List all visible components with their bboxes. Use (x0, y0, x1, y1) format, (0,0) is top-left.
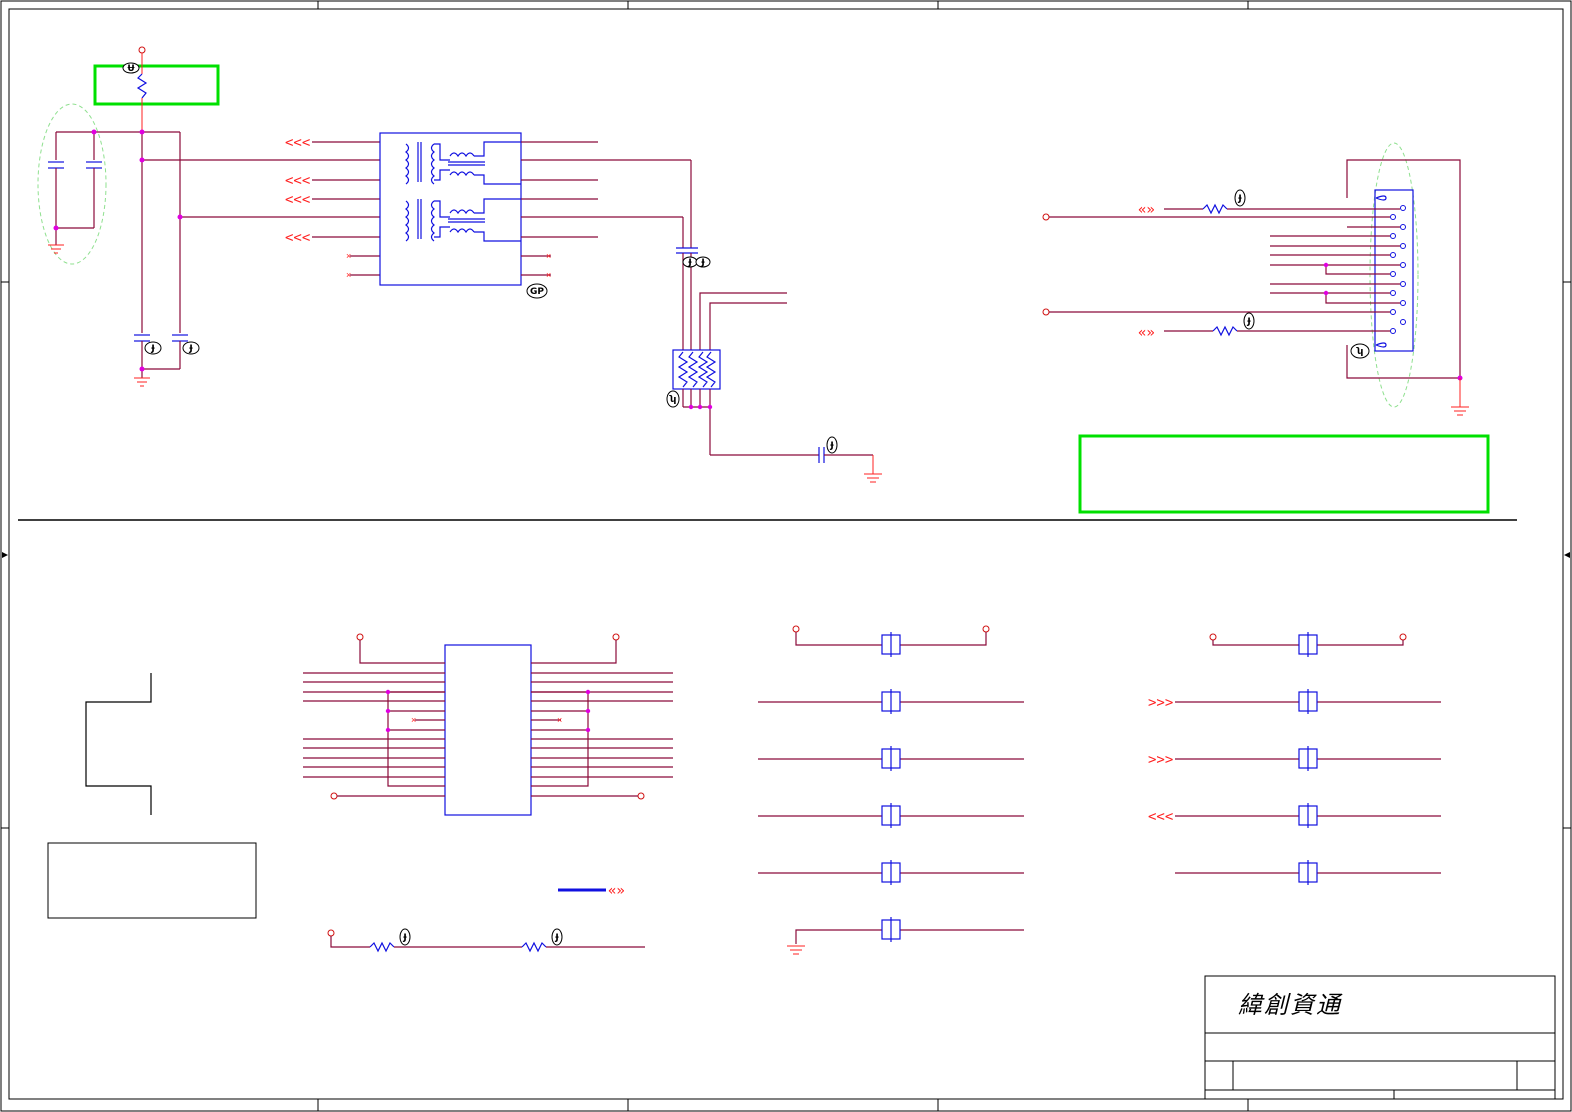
company-name: 緯創資通 (1238, 991, 1342, 1019)
ref-tag-r-conn1: Ɉ (1234, 189, 1246, 207)
termination-network: Ɉ Ɉ ʮ Ɉ (666, 160, 882, 483)
ref-tag-c-gnd: Ɉ (826, 436, 838, 454)
svg-text:×: × (346, 251, 351, 261)
board-outline (47, 673, 257, 919)
svg-text:«»: «» (1138, 325, 1155, 341)
svg-text:×: × (546, 270, 551, 280)
ref-tag-conn: ʮ (1350, 343, 1370, 359)
svg-text:×: × (411, 715, 416, 725)
svg-text:<<<: <<< (285, 192, 310, 208)
ref-label: Ɉ (687, 258, 692, 268)
ref-label: ʮ (1356, 347, 1363, 357)
ref-tag-r-bot2: Ɉ (551, 928, 563, 946)
ref-tag-r-top: Ʉ (122, 62, 140, 74)
ref-tag-rn: ʮ (666, 390, 680, 408)
ref-label: Ɉ (829, 441, 834, 451)
svg-text:<<<: <<< (285, 135, 310, 151)
svg-text:<<<: <<< (285, 173, 310, 189)
note-box (47, 842, 257, 919)
svg-text:<<<: <<< (285, 230, 310, 246)
ref-tag-c-mid1: Ɉ (682, 256, 698, 268)
ref-label: Ɉ (150, 344, 155, 354)
title-block (1204, 975, 1556, 1100)
svg-text:<<<: <<< (1148, 809, 1173, 825)
ref-label: Ɉ (554, 933, 559, 943)
highlight-box-top-left (93, 64, 220, 106)
svg-text:«»: «» (1138, 202, 1155, 218)
ref-label: ʮ (669, 395, 676, 405)
lan-transformer: <<< <<< <<< <<< × × (285, 132, 691, 299)
svg-text:«»: «» (608, 883, 625, 899)
jumper-column-right: >>> >>> <<< (1148, 632, 1441, 885)
ref-tag-r-bot1: Ɉ (399, 928, 411, 946)
ref-label: Ɉ (1237, 194, 1242, 204)
ref-label: Ɉ (402, 933, 407, 943)
highlight-box-top-right (1078, 434, 1490, 514)
ref-label: Ɉ (188, 344, 193, 354)
ref-tag-xfmr: GP (526, 283, 548, 299)
connector-block: «» «» Ɉ Ɉ ʮ (1042, 142, 1490, 514)
svg-text:×: × (557, 715, 562, 725)
bias-network: Ʉ Ɉ Ɉ (37, 46, 380, 387)
ref-tag-r-conn2: Ɉ (1243, 312, 1255, 330)
ref-label: Ɉ (1246, 317, 1251, 327)
ref-tag-c-left2: Ɉ (182, 341, 200, 355)
ref-label: Ɉ (700, 258, 705, 268)
ref-label: Ʉ (127, 64, 135, 74)
svg-text:×: × (346, 270, 351, 280)
jumper-column-left (758, 625, 1024, 955)
ref-tag-c-mid2: Ɉ (695, 256, 711, 268)
ref-label: GP (530, 287, 544, 297)
svg-text:>>>: >>> (1148, 695, 1173, 711)
connector-pins (1390, 205, 1406, 334)
logic-ic: × × «» Ɉ Ɉ (303, 633, 673, 953)
ref-tag-c-left1: Ɉ (144, 341, 162, 355)
svg-text:>>>: >>> (1148, 752, 1173, 768)
svg-text:×: × (546, 251, 551, 261)
